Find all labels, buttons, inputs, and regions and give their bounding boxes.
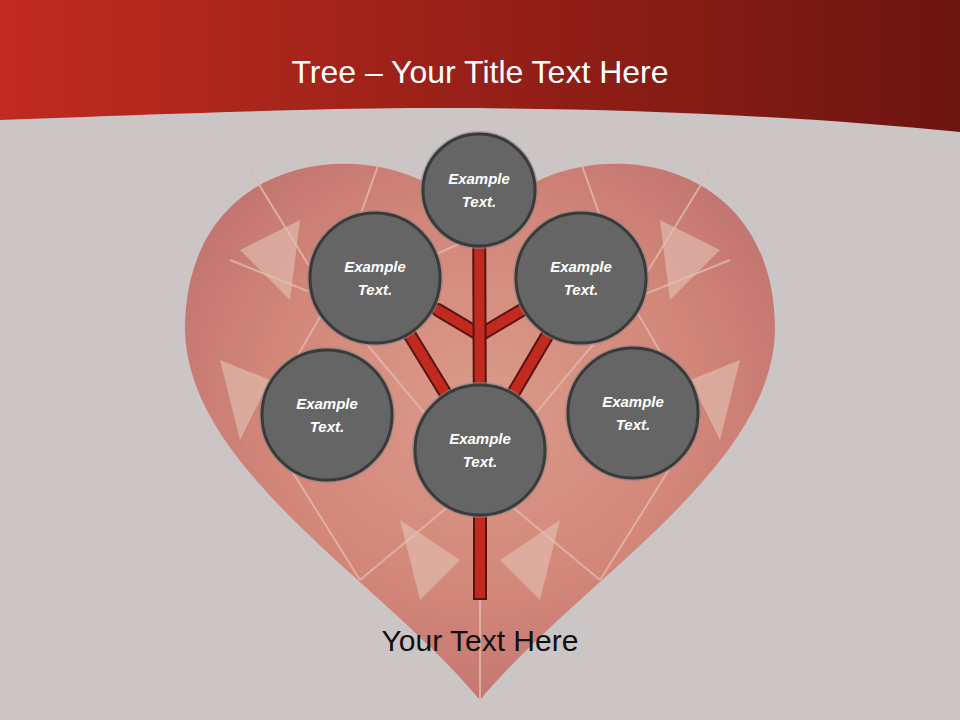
circle-node: Example Text. xyxy=(410,380,550,520)
circle-node: Example Text. xyxy=(305,208,445,348)
node-text: Example Text. xyxy=(292,392,362,438)
circle-outline xyxy=(305,208,445,348)
tree-branch xyxy=(513,335,547,393)
circle-node: Example Text. xyxy=(257,345,397,485)
circle-outline xyxy=(511,208,651,348)
node-text: Example Text. xyxy=(598,390,668,436)
circle-node: Example Text. xyxy=(418,129,540,251)
circle-outline xyxy=(563,343,703,483)
circle-outline xyxy=(257,345,397,485)
circle-outline xyxy=(418,129,540,251)
node-text: Example Text. xyxy=(340,255,410,301)
title: Tree – Your Title Text Here xyxy=(0,54,960,91)
header-band xyxy=(0,0,960,132)
circle-node: Example Text. xyxy=(563,343,703,483)
tree-branch xyxy=(409,334,445,393)
tree-branch xyxy=(479,247,481,384)
circle-node: Example Text. xyxy=(511,208,651,348)
node-text: Example Text. xyxy=(546,255,616,301)
node-text: Example Text. xyxy=(445,427,515,473)
circle-outline xyxy=(410,380,550,520)
caption: Your Text Here xyxy=(0,624,960,658)
node-text: Example Text. xyxy=(444,167,514,213)
